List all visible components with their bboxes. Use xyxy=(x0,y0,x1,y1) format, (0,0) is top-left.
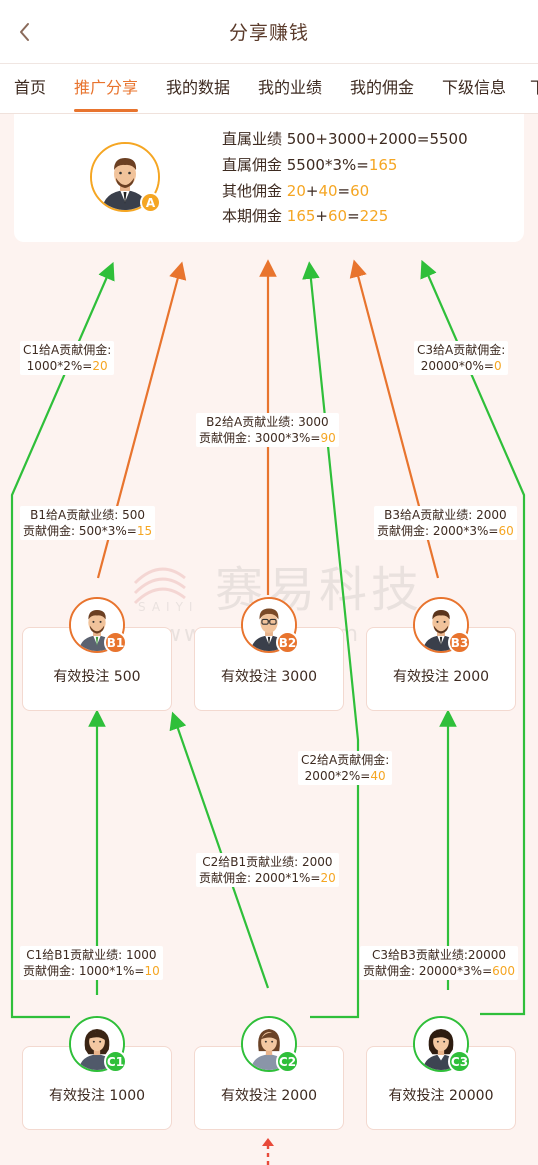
tab-my-data[interactable]: 我的数据 xyxy=(166,78,231,97)
b2-bet-text: 有效投注 3000 xyxy=(220,669,318,685)
app-header: 分享赚钱 xyxy=(0,0,538,64)
period-commission-text: 本期佣金 165+60=225 xyxy=(222,207,389,225)
label-c2-to-a: C2给A贡献佣金: 2000*2%=40 xyxy=(298,751,393,785)
page-title: 分享赚钱 xyxy=(228,22,309,44)
label-c2-to-b1: C2给B1贡献业绩: 2000 贡献佣金: 2000*1%=20 xyxy=(196,853,339,887)
other-commission-text: 其他佣金 20+40=60 xyxy=(222,182,370,200)
label-b3-to-a: B3给A贡献业绩: 2000 贡献佣金: 2000*3%=60 xyxy=(374,506,517,540)
label-c1-to-a: C1给A贡献佣金: 1000*2%=20 xyxy=(20,341,115,375)
c1-bet-text: 有效投注 1000 xyxy=(48,1088,146,1104)
label-c3-to-a: C3给A贡献佣金: 20000*0%=0 xyxy=(414,341,509,375)
tab-subordinate-info[interactable]: 下级信息 xyxy=(442,78,507,97)
back-arrow-icon[interactable] xyxy=(12,18,40,46)
bottom-arrowhead xyxy=(262,1138,274,1146)
b3-bet-text: 有效投注 2000 xyxy=(392,669,490,685)
c2-bet-text: 有效投注 2000 xyxy=(220,1088,318,1104)
tab-bar: 首页 推广分享 我的数据 我的业绩 我的佣金 下级信息 下 xyxy=(0,64,538,114)
direct-performance-text: 直属业绩 500+3000+2000=5500 xyxy=(222,130,468,148)
line-c3-to-a xyxy=(420,259,526,1016)
tab-label: 推广分享 xyxy=(74,78,139,97)
tab-home[interactable]: 首页 xyxy=(14,78,47,97)
badge-b3: B3 xyxy=(448,631,471,654)
badge-c2: C2 xyxy=(276,1050,299,1073)
line-c2-to-a xyxy=(302,261,360,1019)
label-c1-to-b1: C1给B1贡献业绩: 1000 贡献佣金: 1000*1%=10 xyxy=(20,946,163,980)
man-avatar-icon xyxy=(92,144,158,210)
c3-bet-text: 有效投注 20000 xyxy=(388,1088,494,1104)
tab-my-commission[interactable]: 我的佣金 xyxy=(350,78,415,97)
card-b3: 有效投注 2000 xyxy=(366,627,516,711)
tab-more[interactable]: 下 xyxy=(530,64,538,113)
badge-a: A xyxy=(140,192,161,213)
direct-commission-text: 直属佣金 5500*3%=165 xyxy=(222,156,398,174)
label-b2-to-a: B2给A贡献业绩: 3000 贡献佣金: 3000*3%=90 xyxy=(196,413,339,447)
line-c1-to-a xyxy=(10,261,115,1019)
label-b1-to-a: B1给A贡献业绩: 500 贡献佣金: 500*3%=15 xyxy=(20,506,156,540)
b1-bet-text: 有效投注 500 xyxy=(53,669,141,685)
label-c3-to-b3: C3给B3贡献业绩:20000 贡献佣金: 20000*3%=600 xyxy=(360,946,519,980)
avatar-a xyxy=(90,142,160,212)
tab-promotion-share[interactable]: 推广分享 xyxy=(74,64,139,113)
tab-my-performance[interactable]: 我的业绩 xyxy=(258,78,323,97)
badge-c3: C3 xyxy=(448,1050,471,1073)
tab-active-indicator xyxy=(74,109,139,112)
badge-b2: B2 xyxy=(276,631,299,654)
badge-b1: B1 xyxy=(104,631,127,654)
badge-c1: C1 xyxy=(104,1050,127,1073)
card-c2: 有效投注 2000 xyxy=(194,1046,344,1130)
